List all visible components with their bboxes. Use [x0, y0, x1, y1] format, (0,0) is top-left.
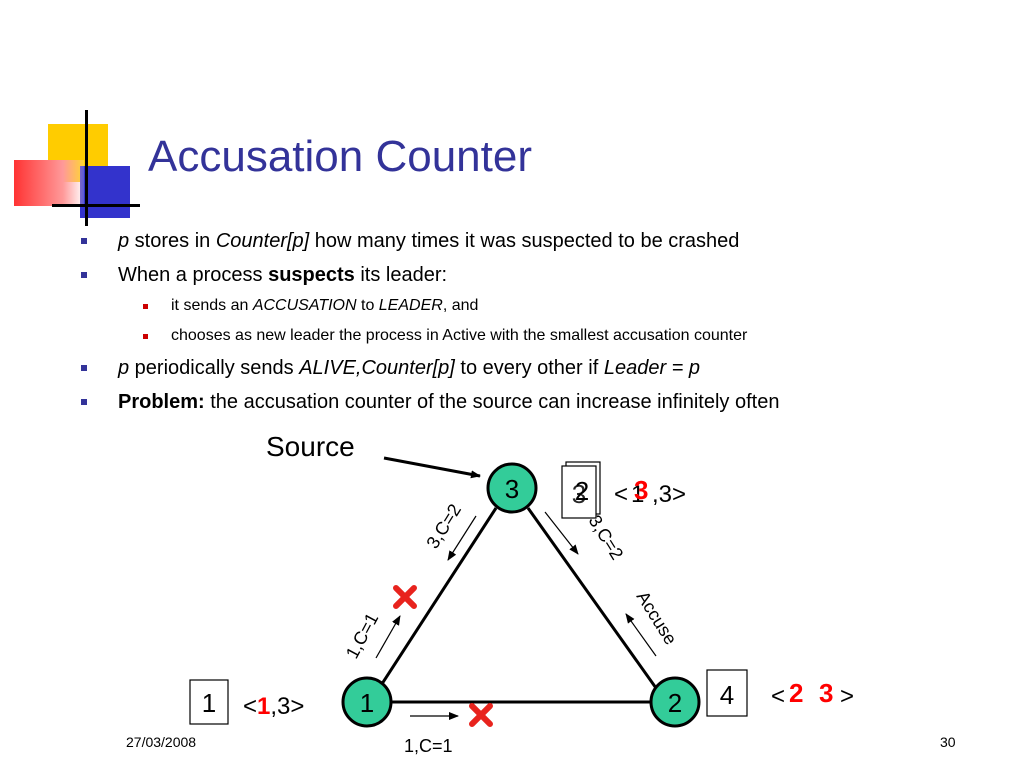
counter-box-node-1: 1 [189, 679, 229, 725]
sub-bullet-marker [143, 334, 148, 339]
counter-value-node-2: 4 [720, 680, 734, 710]
counter-box-node-3-stack: 2 3 [561, 461, 601, 519]
counter-value-node-3-front: 3 [572, 479, 586, 509]
bullet-2a-text-b: to [356, 297, 379, 314]
arrow-left-down [447, 515, 477, 561]
counter-value-node-1: 1 [202, 688, 216, 718]
vertical-line-decoration [85, 110, 88, 226]
edge-label-right-down: 3,C=2 [585, 512, 628, 564]
node-2-label: 2 [668, 688, 682, 718]
tuple-node-1-open: < [243, 693, 257, 720]
tuple-node-3-rest: ,3> [652, 481, 686, 508]
arrow-right-down [544, 511, 579, 555]
bullet-3-text-a: periodically sends [129, 357, 300, 379]
counter-value-node-3-back: 2 [575, 476, 589, 506]
bullet-2a-leader: LEADER [378, 297, 443, 314]
tuple-node-3-back: 1 [631, 481, 644, 508]
bullet-marker [81, 272, 87, 278]
tuple-node-3-front: 3 [634, 475, 648, 505]
bullet-1-text-b: how many times it was suspected to be cr… [309, 230, 740, 252]
footer-page-number: 30 [940, 734, 956, 750]
tuple-node-3-open: < [614, 481, 628, 508]
node-1-label: 1 [360, 688, 374, 718]
tuple-node-3: < 1 3 ,3> [614, 475, 686, 508]
cross-icon [393, 585, 417, 609]
tuple-node-2-open: < [771, 683, 785, 710]
source-label: Source [266, 431, 355, 462]
bullet-1-text-a: stores in [129, 230, 216, 252]
bullet-2b: chooses as new leader the process in Act… [143, 326, 748, 346]
arrow-accuse [625, 613, 657, 657]
edge-label-left-down: 3,C=2 [422, 500, 465, 552]
bullet-2a-text-c: , and [442, 297, 479, 314]
bullet-3-alive: ALIVE,Counter[p] [299, 357, 455, 379]
bullet-marker [81, 365, 87, 371]
bullet-marker [81, 399, 87, 405]
edge-3-2 [526, 507, 658, 689]
edge-label-left-up: 1,C=1 [342, 610, 382, 662]
footer-date: 27/03/2008 [126, 734, 197, 750]
bullet-4-text: the accusation counter of the source can… [204, 391, 780, 413]
bullet-3: p periodically sends ALIVE,Counter[p] to… [81, 356, 701, 380]
cross-icon [469, 703, 493, 727]
tuple-node-2-front: 3 [819, 678, 833, 708]
sub-bullet-marker [143, 304, 148, 309]
blue-square-decoration [80, 166, 130, 218]
node-1: 1 [341, 676, 393, 728]
node-2: 2 [649, 676, 701, 728]
bullet-2-suspects: suspects [268, 264, 355, 286]
counter-box-node-2: 4 [706, 669, 748, 717]
horizontal-line-decoration [52, 204, 140, 207]
tuple-node-2-back: 2 [789, 678, 803, 708]
bullet-4-problem: Problem: [118, 391, 205, 413]
bullet-2a-accusation: ACCUSATION [252, 297, 357, 314]
bullet-2-text-a: When a process [118, 264, 269, 286]
bullet-1: p stores in Counter[p] how many times it… [81, 229, 740, 253]
arrow-left-up [375, 615, 401, 659]
bullet-1-counter: Counter[p] [215, 230, 310, 252]
edge-label-accuse: Accuse [633, 588, 681, 649]
bullet-2-text-b: its leader: [354, 264, 448, 286]
bullet-marker [81, 238, 87, 244]
edge-1-3 [376, 507, 498, 691]
node-3-label: 3 [505, 474, 519, 504]
bullet-3-condition: Leader = p [603, 357, 701, 379]
tuple-node-1: <1,3> [243, 693, 304, 720]
tuple-node-2-rest: > [840, 683, 854, 710]
node-3: 3 [486, 462, 538, 514]
slide-title: Accusation Counter [148, 132, 532, 181]
edge-label-bottom: 1,C=1 [404, 736, 453, 756]
bullet-1-p: p [118, 230, 130, 252]
red-square-decoration [14, 160, 84, 206]
bullet-3-text-b: to every other if [454, 357, 604, 379]
bullet-2b-text: chooses as new leader the process in Act… [171, 327, 748, 344]
tuple-node-2: < 2 3 > [771, 678, 854, 710]
source-arrow [383, 456, 481, 479]
bullet-2a-text-a: it sends an [171, 297, 253, 314]
tuple-node-1-rest: ,3> [270, 693, 304, 720]
tuple-node-1-value: 1 [257, 693, 270, 720]
bullet-2a: it sends an ACCUSATION to LEADER, and [143, 296, 479, 316]
counter-box-node-3-front [561, 465, 597, 519]
bullet-4: Problem: the accusation counter of the s… [81, 390, 780, 414]
bullet-3-p: p [118, 357, 130, 379]
bullet-2: When a process suspects its leader: [81, 263, 448, 287]
